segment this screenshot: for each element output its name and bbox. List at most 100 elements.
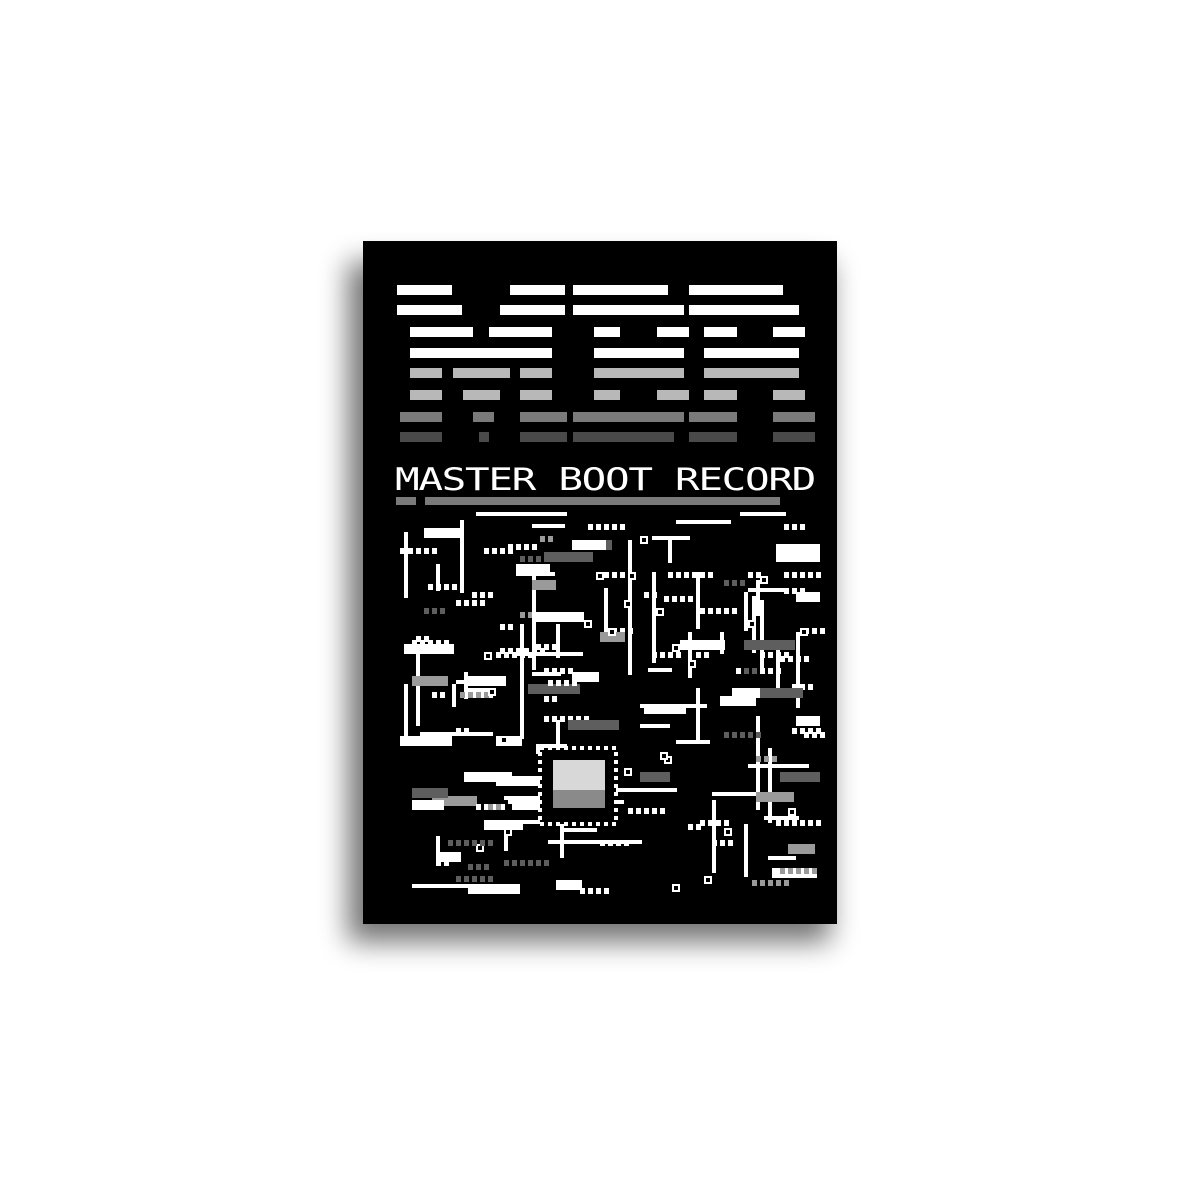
pad: [708, 608, 713, 614]
logo-stripe: [594, 327, 620, 337]
pad: [600, 840, 605, 846]
pad: [812, 732, 817, 738]
pad: [588, 524, 593, 530]
pad: [708, 572, 713, 578]
pad: [732, 608, 737, 614]
via-hole: [598, 574, 602, 578]
pad: [744, 668, 749, 674]
pad: [756, 756, 761, 762]
pad: [484, 548, 489, 554]
logo-stripe: [410, 327, 473, 337]
via-hole: [478, 846, 482, 850]
pad: [424, 608, 429, 614]
chip: [484, 820, 523, 830]
via-hole: [490, 690, 494, 694]
pad: [620, 628, 625, 634]
pad: [772, 756, 777, 762]
pad: [484, 692, 489, 698]
pad: [620, 524, 625, 530]
via-hole: [802, 630, 806, 634]
pad: [728, 840, 733, 846]
pad: [756, 572, 761, 578]
pad: [576, 716, 581, 722]
pad: [788, 868, 793, 874]
pad: [808, 572, 813, 578]
pad: [544, 696, 549, 702]
pad: [536, 556, 541, 562]
logo-stripe: [463, 390, 500, 400]
via-hole: [626, 602, 630, 606]
logo-stripe: [594, 348, 684, 358]
logo-stripe: [594, 390, 620, 400]
pad: [660, 808, 665, 814]
pad: [480, 592, 485, 598]
pad: [556, 680, 561, 686]
trace: [712, 800, 716, 873]
trace: [532, 524, 565, 528]
pad: [652, 808, 657, 814]
pad: [428, 640, 433, 646]
pad: [488, 804, 493, 810]
pad: [652, 592, 657, 598]
pad: [492, 804, 497, 810]
trace: [416, 652, 420, 726]
chip: [512, 800, 553, 810]
chip: [544, 552, 593, 562]
via-hole: [674, 886, 678, 890]
trace: [756, 580, 760, 616]
pad: [604, 524, 609, 530]
pad: [540, 536, 545, 542]
chip: [528, 684, 580, 694]
chip: [760, 688, 803, 698]
pad: [544, 716, 549, 722]
chip: [720, 696, 756, 706]
pad: [620, 572, 625, 578]
pad: [448, 840, 453, 846]
via-hole: [630, 574, 634, 578]
pad: [800, 684, 805, 690]
logo-stripe: [773, 412, 815, 422]
logo-stripe: [773, 432, 815, 442]
pad: [724, 580, 729, 586]
pad: [784, 588, 789, 594]
logo-stripe: [520, 432, 567, 442]
pad: [676, 572, 681, 578]
pad: [512, 776, 517, 782]
trace: [768, 856, 796, 860]
trace: [652, 572, 656, 663]
pad: [416, 636, 421, 642]
pad: [432, 548, 437, 554]
trace: [748, 764, 809, 768]
pad: [792, 820, 797, 826]
pad: [700, 608, 705, 614]
trace: [712, 792, 787, 796]
pad: [552, 668, 557, 674]
pad: [792, 572, 797, 578]
pad: [660, 652, 665, 658]
pad: [760, 880, 765, 886]
pad: [736, 668, 741, 674]
trace: [436, 564, 440, 591]
pad: [452, 584, 457, 590]
pad: [512, 860, 517, 866]
pad: [652, 652, 657, 658]
pad: [508, 624, 513, 630]
logo-stripe: [397, 285, 452, 295]
via-hole: [674, 646, 678, 650]
trace: [696, 688, 700, 741]
via-hole: [726, 830, 730, 834]
pad: [792, 588, 797, 594]
pad: [468, 864, 473, 870]
pad: [508, 548, 513, 554]
chip: [532, 612, 584, 622]
logo-stripe: [573, 305, 684, 315]
trace: [668, 540, 672, 563]
pad: [424, 636, 429, 642]
trace: [756, 716, 760, 810]
pad: [476, 864, 481, 870]
logo-stripe: [453, 368, 510, 378]
logo-stripe: [773, 327, 805, 337]
logo-stripe: [689, 285, 783, 295]
pad: [552, 696, 557, 702]
trace: [760, 600, 764, 673]
